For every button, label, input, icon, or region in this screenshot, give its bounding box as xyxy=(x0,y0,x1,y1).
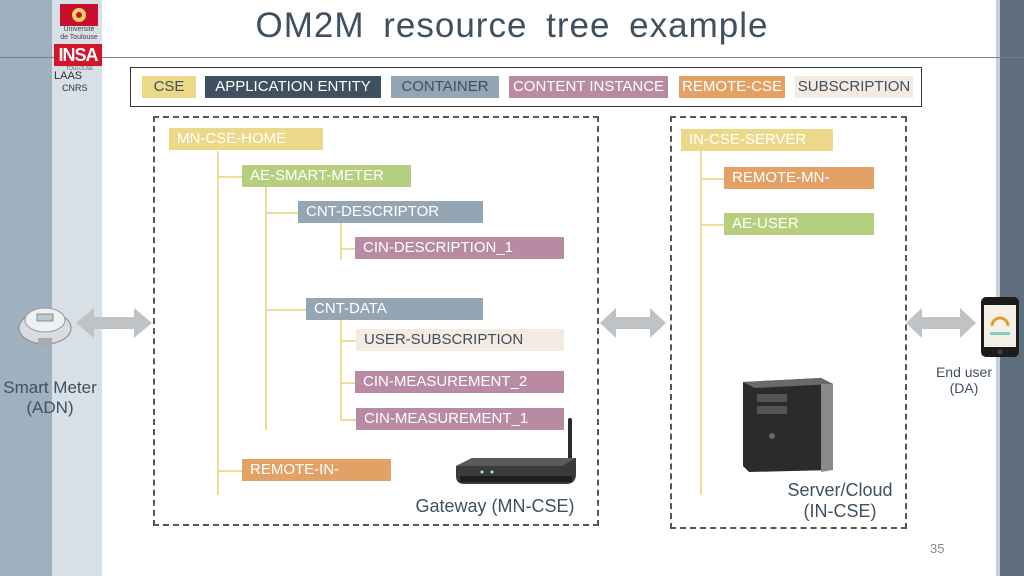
tree-line xyxy=(265,309,306,311)
router-icon xyxy=(452,418,580,492)
in-cse-container xyxy=(670,116,907,529)
insa-text: INSA xyxy=(58,45,98,65)
legend-cse: CSE xyxy=(142,76,196,98)
tree-line xyxy=(265,212,298,214)
tree-line xyxy=(217,176,242,178)
server-caption-line2: (IN-CSE) xyxy=(803,501,877,521)
laas-cnrs-logo: LAAS CNRS xyxy=(54,70,102,96)
server-icon xyxy=(737,376,835,474)
user-subscription: USER-SUBSCRIPTION xyxy=(356,329,564,351)
gateway-caption: Gateway (MN-CSE) xyxy=(415,496,575,516)
tree-line xyxy=(340,320,342,420)
legend-application-entity: APPLICATION ENTITY xyxy=(205,76,381,98)
tree-line xyxy=(340,223,342,260)
insa-sub: TOULOUSE xyxy=(66,66,94,72)
tree-line xyxy=(265,187,267,430)
ae-smart-meter: AE-SMART-METER xyxy=(242,165,411,187)
legend-content-instance: CONTENT INSTANCE xyxy=(509,76,668,98)
end-user-caption-line1: End user xyxy=(935,364,993,380)
smart-meter-caption: Smart Meter (ADN) xyxy=(0,378,100,418)
end-user-caption-line2: (DA) xyxy=(949,380,979,396)
tree-line xyxy=(700,178,724,180)
tree-line xyxy=(340,382,355,384)
tree-line xyxy=(700,224,724,226)
ut-line2: de Toulouse xyxy=(60,34,98,41)
server-caption-line1: Server/Cloud xyxy=(787,480,893,500)
page-title: OM2M resource tree example xyxy=(255,6,769,45)
end-user-caption: End user (DA) xyxy=(924,364,1004,396)
cin-measurement-1: CIN-MEASUREMENT_1 xyxy=(356,408,564,430)
universite-toulouse-logo: Université de Toulouse xyxy=(56,4,102,44)
ae-user: AE-USER xyxy=(724,213,874,235)
smartphone-icon xyxy=(980,296,1020,358)
cnt-data: CNT-DATA xyxy=(306,298,483,320)
insa-logo: INSA xyxy=(54,44,102,66)
mn-cse-home: MN-CSE-HOME xyxy=(169,128,323,150)
tree-line xyxy=(340,419,356,421)
mn-cse-container xyxy=(153,116,599,526)
in-cse-server: IN-CSE-SERVER xyxy=(681,129,833,151)
smart-meter-caption-line2: (ADN) xyxy=(26,398,74,417)
tree-line xyxy=(217,151,219,495)
legend-container: CONTAINER xyxy=(391,76,499,98)
cin-measurement-2: CIN-MEASUREMENT_2 xyxy=(355,371,564,393)
legend-remote-cse: REMOTE-CSE xyxy=(679,76,785,98)
remote-in-server: REMOTE-IN-SERVER xyxy=(242,459,391,500)
tree-line xyxy=(340,340,356,342)
remote-mn-home: REMOTE-MN-HOME xyxy=(724,167,874,208)
smart-meter-icon xyxy=(16,302,74,348)
right-band-light xyxy=(996,0,1000,576)
tree-line xyxy=(340,248,355,250)
tree-line xyxy=(217,470,242,472)
title-divider xyxy=(0,57,1024,58)
server-caption: Server/Cloud (IN-CSE) xyxy=(770,480,910,522)
ut-line1: Université xyxy=(63,26,95,33)
legend-subscription: SUBSCRIPTION xyxy=(795,76,913,98)
laas-text: LAAS xyxy=(54,70,83,82)
page-number: 35 xyxy=(930,541,945,556)
cnrs-text: CNRS xyxy=(62,83,88,93)
double-arrow-icon xyxy=(600,306,666,340)
left-band-light xyxy=(52,0,102,576)
cin-description-1: CIN-DESCRIPTION_1 xyxy=(355,237,564,259)
double-arrow-icon xyxy=(76,306,152,340)
left-band xyxy=(0,0,52,576)
cnt-descriptor: CNT-DESCRIPTOR xyxy=(298,201,483,223)
right-band xyxy=(1000,0,1024,576)
double-arrow-icon xyxy=(906,306,976,340)
tree-line xyxy=(700,151,702,495)
smart-meter-caption-line1: Smart Meter xyxy=(3,378,97,397)
